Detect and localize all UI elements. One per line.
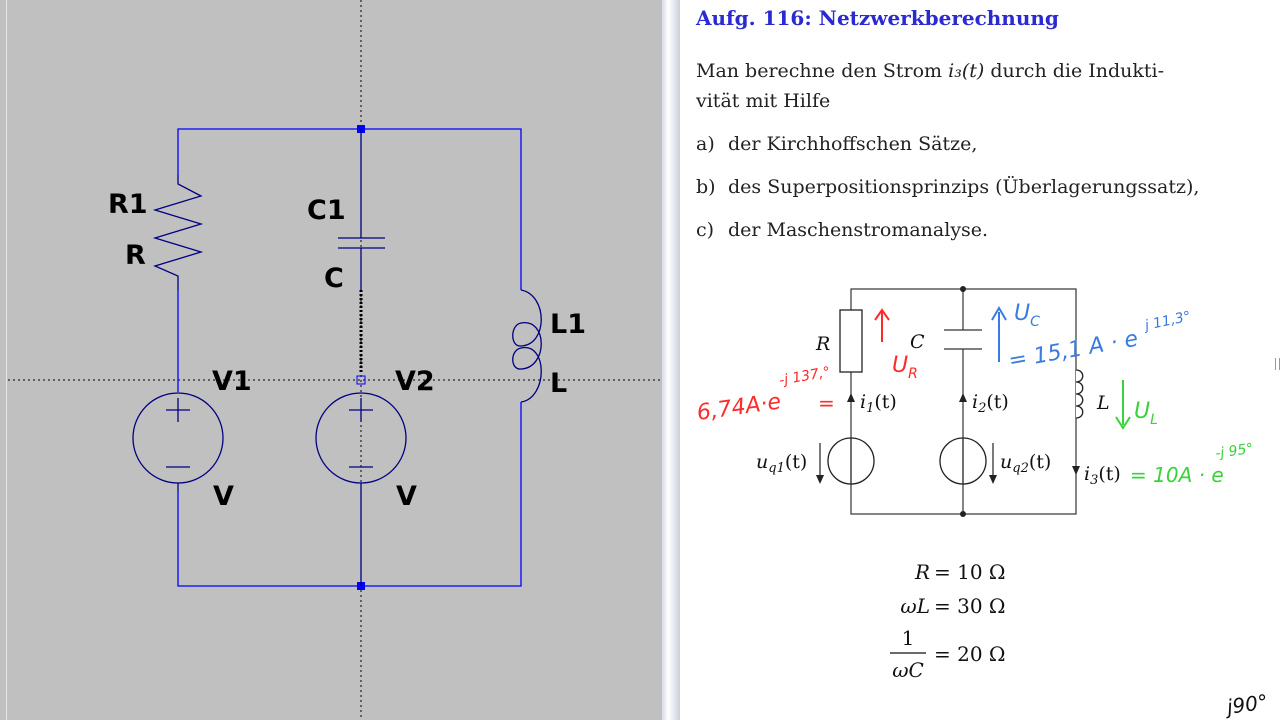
figure-label-c: C — [910, 331, 925, 353]
r1-name-label: R1 — [108, 189, 148, 220]
voltage-source-v1[interactable] — [132, 392, 224, 492]
corner-annotation: j90° — [1222, 689, 1269, 719]
equation-l-rhs: = 30 Ω — [934, 594, 1006, 618]
equation-r-rhs: = 10 Ω — [934, 560, 1006, 584]
schematic-canvas[interactable]: R1 R C1 C L1 L V1 V V2 V — [0, 0, 662, 720]
list-item: c) der Maschenstromanalyse. — [696, 219, 988, 241]
list-item: a) der Kirchhoffschen Sätze, — [696, 133, 977, 155]
list-item-label: c) — [696, 219, 715, 241]
red-equals: = — [818, 391, 835, 415]
intro-prefix: Man berechne den Strom — [696, 60, 943, 82]
figure-label-i2: i2(t) — [972, 391, 1009, 416]
red-exponent: -j 137,° — [778, 364, 832, 389]
wire-top[interactable] — [177, 128, 522, 290]
figure-label-l: L — [1096, 392, 1110, 414]
circuit-figure: R C L i1(t) i2(t) i3(t) uq1(t) uq2(t) UR… — [695, 286, 1269, 719]
green-value: = 10A · e — [1130, 463, 1224, 487]
figure-label-i1: i1(t) — [860, 391, 897, 416]
list-item-text: des Superpositionsprinzips (Überlagerung… — [728, 176, 1200, 198]
green-exponent: -j 95° — [1214, 441, 1254, 462]
figure-inductor — [1075, 369, 1084, 419]
equation-r-lhs: R — [914, 560, 930, 584]
wire-bottom[interactable] — [177, 402, 522, 587]
list-item-label: b) — [696, 176, 716, 198]
figure-label-uq1: uq1(t) — [756, 451, 807, 476]
intro-current: i₃(t) — [948, 60, 985, 82]
wires[interactable] — [177, 128, 522, 587]
annotation-green: UL = 10A · e -j 95° — [1115, 380, 1254, 487]
figure-label-uq2: uq2(t) — [1000, 451, 1051, 476]
figure-resistor — [839, 309, 863, 373]
c1-value-label: C — [324, 263, 344, 294]
equation-c-numerator: 1 — [902, 626, 915, 650]
equation-c-denominator: ωC — [892, 658, 924, 682]
annotation-blue: UC = 15,1 A · e j 11,3° — [991, 301, 1193, 374]
figure-label-r: R — [815, 333, 830, 355]
intro-line-2: vität mit Hilfe — [696, 90, 831, 112]
v2-name-label: V2 — [395, 366, 435, 397]
blue-exponent: j 11,3° — [1142, 309, 1193, 335]
r1-value-label: R — [125, 240, 146, 271]
intro-line-1: Man berechne den Strom i₃(t) durch die I… — [696, 60, 1164, 82]
selected-node[interactable] — [356, 375, 366, 385]
c1-name-label: C1 — [307, 195, 346, 226]
list-item-text: der Maschenstromanalyse. — [728, 219, 989, 241]
schematic-drawing[interactable]: R1 R C1 C L1 L V1 V V2 V — [0, 0, 662, 720]
figure-label-i3: i3(t) — [1084, 463, 1121, 488]
green-voltage-label: UL — [1134, 399, 1158, 428]
parameter-equations: R = 10 Ω ωL = 30 Ω 1 ωC = 20 Ω — [890, 560, 1006, 682]
capacitor-c1[interactable] — [338, 129, 385, 290]
blue-voltage-label: UC — [1014, 301, 1040, 330]
red-value: 6,74A·e — [695, 389, 782, 426]
equation-l-lhs: ωL — [900, 594, 930, 618]
blue-value: = 15,1 A · e — [1007, 327, 1140, 374]
voltage-source-v2[interactable] — [315, 392, 407, 586]
l1-value-label: L — [550, 368, 567, 399]
v1-value-label: V — [213, 481, 234, 512]
equation-c-rhs: = 20 Ω — [934, 642, 1006, 666]
document-pane: Aufg. 116: Netzwerkberechnung Man berech… — [680, 0, 1280, 720]
scrollbar-grip[interactable] — [1275, 358, 1280, 370]
list-item-label: a) — [696, 133, 715, 155]
intro-suffix: durch die Indukti- — [990, 60, 1165, 82]
l1-name-label: L1 — [550, 309, 586, 340]
canvas-border — [6, 0, 7, 720]
v2-value-label: V — [396, 481, 417, 512]
list-item-text: der Kirchhoffschen Sätze, — [728, 133, 978, 155]
page-title: Aufg. 116: Netzwerkberechnung — [696, 6, 1059, 30]
list-item: b) des Superpositionsprinzips (Überlageru… — [696, 176, 1199, 198]
red-voltage-label: UR — [892, 353, 918, 382]
pane-splitter[interactable] — [662, 0, 680, 720]
inductor-l1[interactable] — [512, 289, 542, 403]
resistor-r1[interactable] — [152, 175, 204, 290]
v1-name-label: V1 — [212, 366, 252, 397]
